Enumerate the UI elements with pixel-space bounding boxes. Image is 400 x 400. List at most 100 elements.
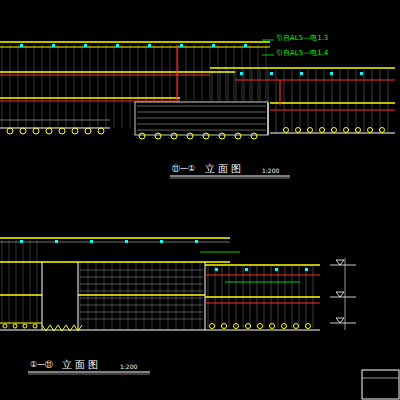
window-line [80,312,203,313]
lamp-symbol [33,128,39,134]
floor-band [210,67,395,69]
power-line [0,75,210,76]
lamp-symbol [98,128,104,134]
wall-edge [268,103,269,135]
lamp-symbol [85,128,91,134]
power-riser [279,80,280,105]
lamp-symbol [258,324,263,329]
mullion-line [104,262,105,330]
title-block [362,370,399,399]
mullion-line [58,44,59,128]
mullion-line [192,262,193,330]
podium-wall [135,102,268,135]
mullion-line [348,70,349,133]
window-line [80,298,203,299]
lamp-symbol [270,324,275,329]
mullion-line [2,44,3,128]
lamp-zigzag [74,325,82,331]
window-line [80,277,203,278]
mullion-line [176,262,177,330]
outlet-mark [275,268,278,271]
view-title: 1:200 [262,168,279,174]
level-line [330,297,356,298]
outlet-mark [245,268,248,271]
lamp-symbol [59,128,65,134]
title-block-line [362,378,399,379]
mullion-line [120,262,121,330]
circuit-note: 引自AL5—电1.3 [276,35,328,42]
floor-band [0,322,42,323]
outlet-mark [360,72,363,75]
view-title: ⑪—① [172,165,195,173]
mullion-line [50,44,51,128]
lamp-symbol [13,324,17,328]
mullion-line [130,44,131,128]
mullion-line [37,240,38,330]
mullion-line [18,44,19,128]
floor-band [205,296,320,298]
level-symbol [336,318,344,323]
title-underline [170,178,290,179]
mullion-line [380,70,381,133]
lamp-symbol [320,128,325,133]
lamp-symbol [3,324,7,328]
outlet-mark [84,44,87,47]
mullion-line [160,262,161,330]
lamp-symbol [187,133,193,139]
outlet-mark [116,44,119,47]
mullion-line [340,70,341,133]
power-line [205,303,320,304]
lamp-symbol [234,324,239,329]
level-symbol [336,260,344,265]
ground-line [0,330,320,331]
lamp-symbol [155,133,161,139]
outlet-mark [52,44,55,47]
ground-line [0,128,110,129]
mullion-line [66,44,67,128]
mullion-line [9,240,10,330]
podium-line [137,130,266,131]
floor-band [0,294,42,296]
ground-line [270,133,395,134]
lamp-symbol [380,128,385,133]
view-title: 立 面 图 [62,360,98,370]
floor-band [0,41,270,43]
title-underline [28,374,150,375]
leader-line [262,40,274,41]
mullion-line [152,262,153,330]
mullion-line [144,262,145,330]
window-line [80,291,203,292]
mullion-line [96,262,97,330]
outlet-mark [160,240,163,243]
lamp-symbol [308,128,313,133]
lamp-zigzag [42,325,50,331]
lamp-symbol [332,128,337,133]
window-line [80,270,203,271]
wall-edge [205,262,206,330]
floor-band [0,71,235,73]
mullion-line [276,70,277,133]
mullion-line [23,240,24,330]
lamp-symbol [72,128,78,134]
floor-band [0,47,270,48]
lamp-symbol [356,128,361,133]
lamp-zigzag [66,325,74,331]
floor-band [205,264,320,266]
mullion-line [34,44,35,128]
podium-line [137,124,266,125]
leader-line [262,55,274,56]
window-line [80,284,203,285]
mullion-line [30,240,31,330]
lamp-symbol [7,128,13,134]
outlet-mark [330,72,333,75]
lamp-symbol [33,324,37,328]
floor-band [0,261,230,263]
mullion-line [300,70,301,133]
outlet-mark [244,44,247,47]
mullion-line [168,262,169,330]
mullion-line [284,70,285,133]
mullion-line [388,70,389,133]
title-underline [170,175,290,176]
lamp-symbol [284,128,289,133]
